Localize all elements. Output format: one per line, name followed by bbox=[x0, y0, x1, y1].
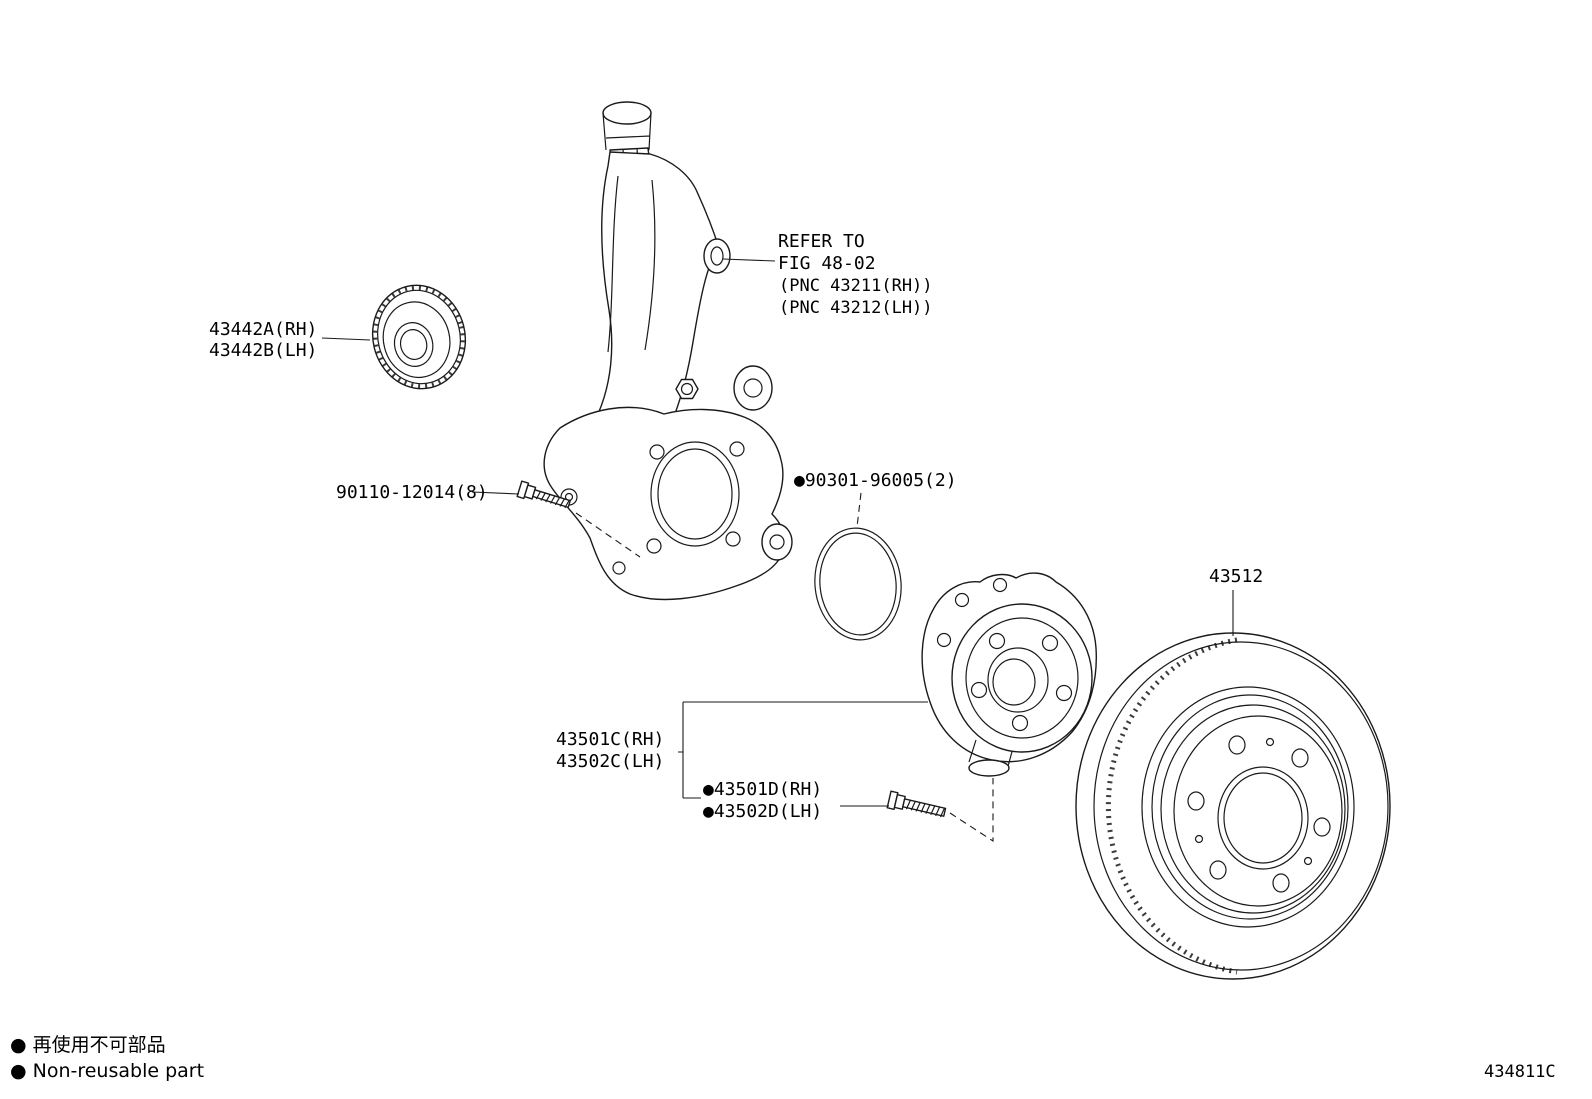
leader-hub-bolt-dashed bbox=[949, 778, 994, 843]
callout-refer-line4: (PNC 43212(LH)) bbox=[779, 298, 933, 318]
callout-oring: ●90301-96005(2) bbox=[794, 470, 957, 491]
callout-refer-line2: FIG 48-02 bbox=[778, 253, 876, 274]
callout-labels: 43442A(RH) 43442B(LH) 90110-12014(8) REF… bbox=[209, 231, 1263, 822]
callout-seal-rh: 43442A(RH) bbox=[209, 319, 317, 340]
callout-hub-bolt-lh: ●43502D(LH) bbox=[703, 801, 822, 822]
knuckle-bolt-illustration bbox=[516, 480, 571, 509]
hub-bore bbox=[987, 647, 1049, 713]
knuckle-boss bbox=[703, 238, 731, 274]
callout-hub-bolt-rh: ●43501D(RH) bbox=[703, 779, 822, 800]
legend-english: ● Non-reusable part bbox=[10, 1060, 204, 1082]
leader-oring-dashed bbox=[856, 492, 862, 528]
knuckle-upper-arm bbox=[597, 151, 720, 443]
disc-hat bbox=[1160, 704, 1346, 914]
callout-refer-line3: (PNC 43211(RH)) bbox=[779, 276, 933, 296]
callout-disc: 43512 bbox=[1209, 566, 1263, 587]
disc-center-hole bbox=[1217, 766, 1309, 870]
bearing-bore bbox=[650, 441, 740, 547]
callout-knuckle-bolt: 90110-12014(8) bbox=[336, 482, 488, 503]
leader-knuckle-bolt-dashed bbox=[575, 512, 641, 558]
steering-knuckle-illustration bbox=[543, 101, 793, 601]
hub-snout bbox=[968, 759, 1010, 777]
leader-lines bbox=[321, 258, 1234, 843]
callout-seal-lh: 43442B(LH) bbox=[209, 340, 317, 361]
balljoint-cap bbox=[602, 101, 652, 125]
diagram-code: 434811C bbox=[1484, 1062, 1556, 1082]
legend: ● 再使用不可部品 ● Non-reusable part bbox=[10, 1034, 204, 1082]
callout-hub-rh: 43501C(RH) bbox=[556, 729, 664, 750]
callout-refer-line1: REFER TO bbox=[778, 231, 865, 252]
hub-illustration bbox=[921, 572, 1097, 777]
brake-disc-illustration bbox=[1075, 632, 1391, 980]
callout-hub-lh: 43502C(LH) bbox=[556, 751, 664, 772]
hub-bolt-illustration bbox=[886, 790, 947, 818]
seal-illustration bbox=[371, 284, 467, 390]
hex-nut-detail bbox=[675, 378, 699, 400]
leader-hub-bracket bbox=[678, 701, 928, 799]
leader-knuckle-bolt bbox=[471, 491, 520, 495]
legend-japanese: ● 再使用不可部品 bbox=[10, 1034, 166, 1056]
leader-seal bbox=[321, 337, 371, 341]
oring-illustration bbox=[814, 527, 902, 641]
leader-refer bbox=[722, 258, 776, 262]
